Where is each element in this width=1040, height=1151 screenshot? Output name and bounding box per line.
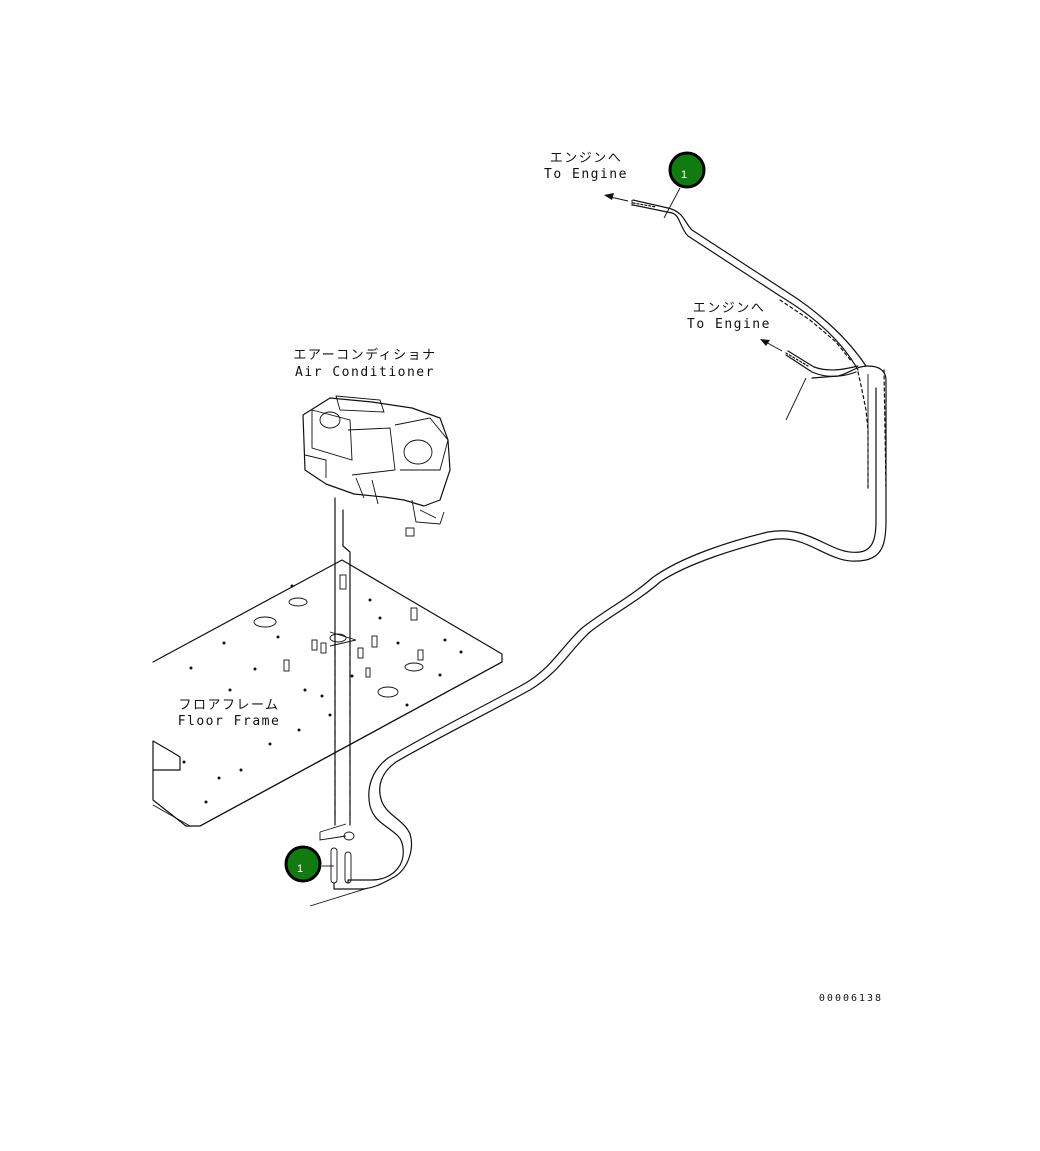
floor-frame-plate: [152, 559, 503, 827]
drawing-code: 00006138: [819, 993, 883, 1004]
callout-badge-bottom[interactable]: 1: [284, 845, 322, 883]
label-floor-frame-jp: フロアフレーム: [178, 698, 279, 713]
label-air-conditioner-jp: エアーコンディショナ: [293, 347, 436, 363]
spiral-protector: [779, 299, 887, 491]
upper-hose-to-engine: [631, 199, 867, 371]
label-to-engine-top-jp: エンジンへ: [550, 151, 623, 166]
air-conditioner-unit: [302, 395, 451, 537]
arrow-to-engine-middle: [760, 339, 783, 352]
label-to-engine-middle-en: To Engine: [687, 317, 771, 332]
hose-clamp: [319, 823, 373, 890]
label-air-conditioner-en: Air Conditioner: [295, 365, 435, 380]
label-floor-frame-en: Floor Frame: [178, 714, 281, 729]
callout-badge-top[interactable]: 1: [668, 151, 706, 189]
drain-hose-vertical: [329, 497, 357, 826]
callout-number-top: 1: [681, 169, 687, 181]
main-hose-route: [359, 299, 887, 890]
leader-line-middle: [785, 377, 807, 421]
leader-line-bottom: [309, 887, 369, 907]
floor-frame-holes: [182, 574, 463, 804]
label-to-engine-middle-jp: エンジンへ: [693, 301, 766, 316]
middle-hose-to-engine: [785, 350, 859, 378]
callout-number-bottom: 1: [297, 863, 303, 875]
arrow-to-engine-top: [604, 193, 629, 202]
leader-line-callout-top: [663, 187, 681, 219]
label-to-engine-top-en: To Engine: [544, 167, 628, 182]
